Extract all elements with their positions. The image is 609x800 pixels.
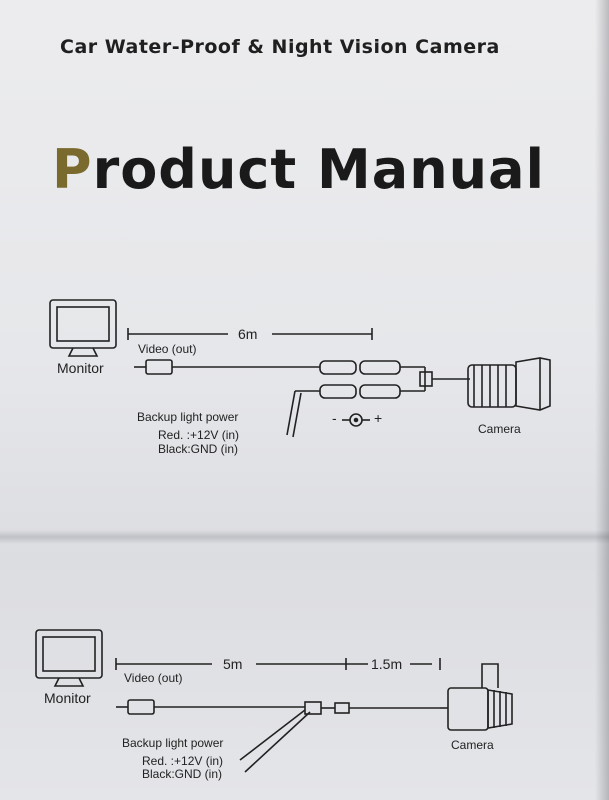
product-subtitle: Car Water-Proof & Night Vision Camera bbox=[60, 36, 500, 58]
length-marker-top bbox=[127, 328, 373, 340]
power-label-bottom: Backup light power bbox=[122, 736, 224, 750]
page-title: Product Manual bbox=[52, 138, 592, 201]
title-first-letter: P bbox=[52, 138, 93, 201]
cable-length-short-bottom: 1.5m bbox=[371, 656, 403, 672]
camera-label-bottom: Camera bbox=[451, 738, 494, 752]
cable-length-main-bottom: 5m bbox=[223, 656, 243, 672]
length-marker-bottom bbox=[115, 658, 441, 670]
red-wire-label-top: Red. :+12V (in) bbox=[158, 428, 240, 442]
cable-length-top: 6m bbox=[238, 326, 258, 342]
title-rest: roduct Manual bbox=[92, 138, 546, 201]
video-label-bottom: Video (out) bbox=[124, 671, 183, 685]
black-wire-label-bottom: Black:GND (in) bbox=[142, 767, 223, 781]
power-wires-top bbox=[286, 390, 320, 438]
junction-top bbox=[419, 367, 470, 391]
monitor-icon-bottom bbox=[35, 629, 103, 687]
video-label-top: Video (out) bbox=[138, 342, 197, 356]
video-plug-bottom bbox=[116, 699, 305, 715]
camera-icon-top bbox=[467, 357, 551, 411]
cable-connector-bottom bbox=[304, 701, 440, 715]
power-wires-bottom bbox=[239, 709, 311, 773]
camera-label-top: Camera bbox=[478, 422, 521, 436]
rca-connector-top bbox=[319, 360, 425, 399]
monitor-icon-top bbox=[49, 299, 117, 357]
polarity-plus: + bbox=[374, 410, 383, 426]
black-wire-label-top: Black:GND (in) bbox=[158, 442, 239, 456]
monitor-label-top: Monitor bbox=[57, 360, 104, 376]
red-wire-label-bottom: Red. :+12V (in) bbox=[142, 754, 224, 768]
monitor-label-bottom: Monitor bbox=[44, 690, 91, 706]
page-edge-shadow bbox=[595, 0, 609, 800]
camera-icon-bottom bbox=[440, 663, 513, 731]
power-label-top: Backup light power bbox=[137, 410, 239, 424]
polarity-minus: - bbox=[332, 410, 337, 426]
dc-polarity-icon bbox=[342, 413, 370, 427]
paper-fold bbox=[0, 530, 609, 544]
video-plug-top bbox=[134, 359, 320, 375]
